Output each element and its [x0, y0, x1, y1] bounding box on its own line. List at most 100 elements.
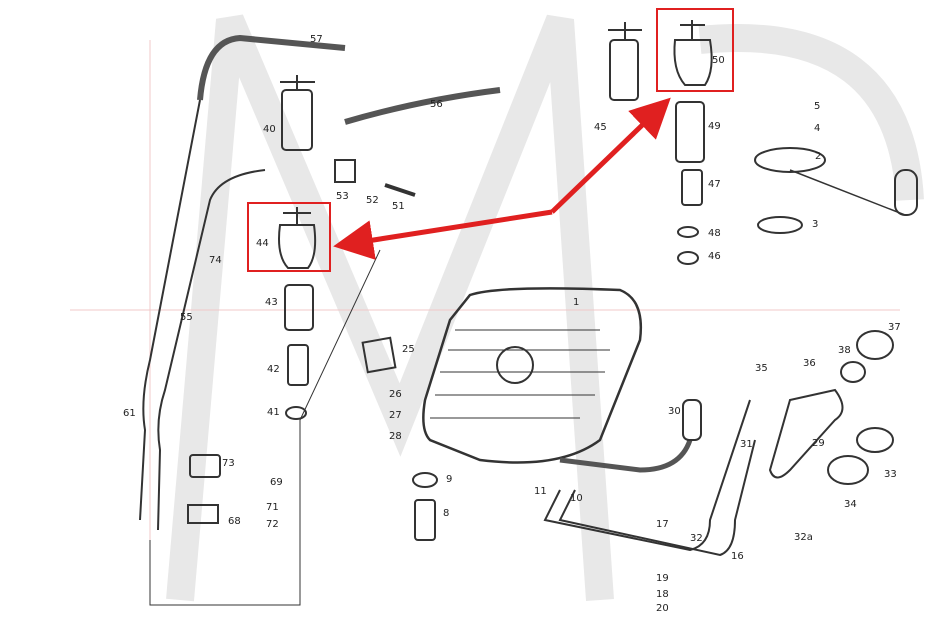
seal-34	[827, 455, 869, 485]
label-48: 48	[708, 228, 721, 239]
label-3: 3	[812, 219, 819, 230]
bolt-51	[384, 183, 416, 197]
highlight-box-50	[656, 8, 734, 92]
washer-46	[677, 251, 699, 265]
label-18: 18	[656, 589, 669, 600]
label-41: 41	[267, 407, 280, 418]
label-35: 35	[755, 363, 768, 374]
pipe-32	[543, 399, 751, 552]
label-52: 52	[366, 195, 379, 206]
cap-37	[856, 330, 894, 360]
strainer-47	[681, 169, 703, 206]
label-47: 47	[708, 179, 721, 190]
filter-sleeve-49	[675, 101, 705, 163]
bracket-25	[361, 336, 397, 374]
filter-sleeve-43	[284, 284, 314, 331]
label-31: 31	[740, 439, 753, 450]
label-20: 20	[656, 603, 669, 614]
label-61: 61	[123, 408, 136, 419]
label-40: 40	[263, 124, 276, 135]
fuel-pipe-55	[157, 169, 266, 531]
bracket-line	[149, 249, 381, 606]
label-53: 53	[336, 191, 349, 202]
label-38: 38	[838, 345, 851, 356]
label-32: 32	[690, 533, 703, 544]
filler-neck-29	[768, 388, 844, 479]
fuel-sender-2	[754, 147, 826, 173]
label-25: 25	[402, 344, 415, 355]
label-8: 8	[443, 508, 450, 519]
tank-filler-neck	[496, 346, 534, 384]
gasket-3	[757, 216, 803, 234]
label-36: 36	[803, 358, 816, 369]
label-17: 17	[656, 519, 669, 530]
label-27: 27	[389, 410, 402, 421]
valve-handle-40	[280, 75, 315, 90]
label-45: 45	[594, 122, 607, 133]
clamp-73	[189, 454, 221, 478]
label-2: 2	[815, 151, 822, 162]
fuel-hose-56	[344, 87, 501, 125]
washer-9	[412, 472, 438, 488]
label-5: 5	[814, 101, 821, 112]
label-16: 16	[731, 551, 744, 562]
tank-ribs	[430, 329, 610, 419]
label-37: 37	[888, 322, 901, 333]
fuel-tank-1	[422, 287, 643, 464]
label-29: 29	[812, 438, 825, 449]
label-1: 1	[573, 297, 580, 308]
label-32a: 32a	[794, 532, 813, 543]
fuel-hose-57	[197, 34, 346, 101]
filter-bail-50	[680, 20, 705, 40]
label-26: 26	[389, 389, 402, 400]
label-11: 11	[534, 486, 547, 497]
fuel-valve-45	[609, 39, 639, 101]
filter-bowl-50	[673, 39, 713, 86]
label-33: 33	[884, 469, 897, 480]
label-30: 30	[668, 406, 681, 417]
label-69: 69	[270, 477, 283, 488]
label-4: 4	[814, 123, 821, 134]
label-9: 9	[446, 474, 453, 485]
label-56: 56	[430, 99, 443, 110]
bracket-68	[187, 504, 219, 524]
seal-38	[840, 361, 866, 383]
watermark-letter-c	[698, 24, 924, 201]
label-55: 55	[180, 312, 193, 323]
label-43: 43	[265, 297, 278, 308]
label-10: 10	[570, 493, 583, 504]
label-28: 28	[389, 431, 402, 442]
filter-bail-44	[283, 207, 311, 225]
sender-arm	[789, 169, 906, 216]
label-73: 73	[222, 458, 235, 469]
hose-sleeve-30	[682, 399, 702, 441]
highlight-box-44	[247, 202, 331, 272]
label-74: 74	[209, 255, 222, 266]
label-50: 50	[712, 55, 725, 66]
sender-float	[894, 169, 918, 216]
label-49: 49	[708, 121, 721, 132]
fuel-valve-40	[281, 89, 313, 151]
label-57: 57	[310, 34, 323, 45]
seal-33	[856, 427, 894, 453]
filter-bowl-44	[278, 224, 317, 269]
label-44: 44	[256, 238, 269, 249]
pipe-16	[558, 439, 756, 557]
drain-plug-8	[414, 499, 436, 541]
strainer-42	[287, 344, 309, 386]
fuel-pipe-61	[139, 99, 201, 521]
hose-30	[559, 439, 693, 473]
label-34: 34	[844, 499, 857, 510]
label-46: 46	[708, 251, 721, 262]
label-68: 68	[228, 516, 241, 527]
label-71: 71	[266, 502, 279, 513]
label-42: 42	[267, 364, 280, 375]
label-19: 19	[656, 573, 669, 584]
washer-41	[285, 406, 307, 420]
label-72: 72	[266, 519, 279, 530]
clip-53	[334, 159, 356, 183]
label-51: 51	[392, 201, 405, 212]
valve-handle-45	[608, 22, 642, 40]
